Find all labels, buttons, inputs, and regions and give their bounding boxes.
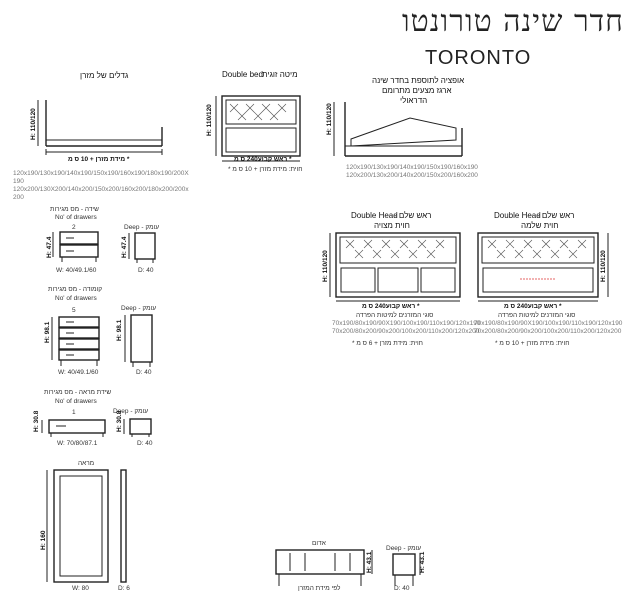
mirror-chest-heading-he: שידת מראה - מס מגירות [44, 389, 112, 396]
bedside-width-dim: W: 40/49.1/60 [56, 267, 97, 274]
hb-full-sizes-line2: 70x200/80x200/90x200/100x200/110x200/120… [474, 328, 622, 335]
hb-storage-heading-en: Double Head [351, 211, 398, 220]
double-bed-heading-en: Double bed [222, 70, 263, 79]
mirror-deep-dim: D: 6 [118, 585, 130, 592]
mattress-sizes-line3: 120x200/130X200/140x200/150x200/160x200/… [13, 186, 189, 193]
double-bed-heading-he: מיטה זוגית [262, 70, 298, 79]
options-heading-3: הדראולי [400, 96, 428, 105]
mirror-heading: מראה [78, 460, 95, 467]
hb-full-sub: סוגי המזרנים למיטות הפרדה [498, 312, 576, 319]
hb-full-width-dim: * ראש קבוע240 ס מ [504, 303, 562, 310]
hb-storage-heading-he1: ראש שלם - [394, 211, 432, 220]
dresser-heading-he: קומודה - מס מגירות [48, 286, 103, 293]
mattress-sizes-line1: 120x190/130x190/140x190/150x190/160x190/… [13, 170, 189, 177]
dresser-heading-en: No' of drawers [55, 295, 97, 302]
hb-storage-sizes-line1: 70x190/80x190/90X190/100x190/110x190/120… [332, 320, 481, 327]
double-bed-note: חוית: מידת מזרן + 10 ס מ * [228, 166, 303, 173]
hb-storage-note: חוית: מידת מזרן + 6 ס מ * [352, 340, 423, 347]
dresser-deep-dim: D: 40 [136, 369, 152, 376]
hb-storage-sizes-line2: 70x200/80x200/90x200/100x200/110x200/120… [332, 328, 480, 335]
tv-unit-deep-dim: D: 40 [394, 585, 410, 592]
hb-full-note: חוית: מידת מזרן + 10 ס מ * [495, 340, 570, 347]
title-hebrew: חדר שינה טורונטו [402, 4, 624, 39]
tv-unit-heading: אדום [312, 540, 326, 547]
tv-unit-width-dim: לפי מידת המזרן [298, 585, 341, 592]
mirror-chest-deep-dim: D: 40 [137, 440, 153, 447]
options-sizes-line1: 120x190/130x190/140x190/150x190/160x190 [346, 164, 478, 171]
mirror-chest-heading-en: No' of drawers [55, 398, 97, 405]
mirror-width-dim: W: 80 [72, 585, 89, 592]
tv-unit-deep-label: Deep - עומק [386, 545, 422, 552]
title-english: TORONTO [425, 47, 532, 69]
mattress-sizes-heading: גדלים של מזרן [80, 71, 129, 80]
hb-storage-sub: סוגי המזרנים למיטות הפרדה [356, 312, 434, 319]
options-heading-2: ארגז מצעים מתרומם [382, 86, 452, 95]
tv-unit-height-dim: H: 43.1 [366, 551, 373, 573]
bedside-heading-he: שידה - מס מגירות [50, 206, 99, 213]
mirror-chest-drawer-count: 1 [72, 409, 76, 416]
dresser-width-dim: W: 40/49.1/60 [58, 369, 99, 376]
hb-storage-heading-he2: חוית מצויה [374, 221, 410, 230]
mirror-chest-width-dim: W: 70/80/87.1 [57, 440, 98, 447]
mattress-sizes-line4: 200 [13, 194, 24, 201]
hb-full-heading-en: Double Head [494, 211, 541, 220]
dresser-deep-label: Deep - עומק [121, 305, 157, 312]
options-sizes-line2: 120x200/130x200/140x200/150x200/160x200 [346, 172, 478, 179]
dresser-drawer-count: 5 [72, 307, 76, 314]
bedside-deep-label: Deep - עומק [124, 224, 160, 231]
hb-full-sizes-line1: 70x190/80x190/90X190/100x190/110x190/120… [474, 320, 623, 327]
mattress-width-dim: * מידת מזרן + 10 ס מ [68, 156, 130, 163]
hb-full-heading-he1: ראש שלם - [537, 211, 575, 220]
tv-unit-deep-height: H: 43.1 [419, 551, 426, 573]
mattress-sizes-line2: 190 [13, 178, 24, 185]
options-heading-1: אופציה לתוספת בחדר שינה [372, 76, 465, 85]
bedside-deep-dim: D: 40 [138, 267, 154, 274]
bedside-drawer-count: 2 [72, 224, 76, 231]
hb-storage-width-dim: * ראש קבוע240 ס מ [362, 303, 420, 310]
mirror-chest-deep-label: Deep - עומק [113, 408, 149, 415]
hb-full-heading-he2: חוית שלמה [521, 221, 559, 230]
bedside-heading-en: No' of drawers [55, 214, 97, 221]
double-bed-width-dim: * ראש קבוע240 ס מ [234, 156, 292, 163]
